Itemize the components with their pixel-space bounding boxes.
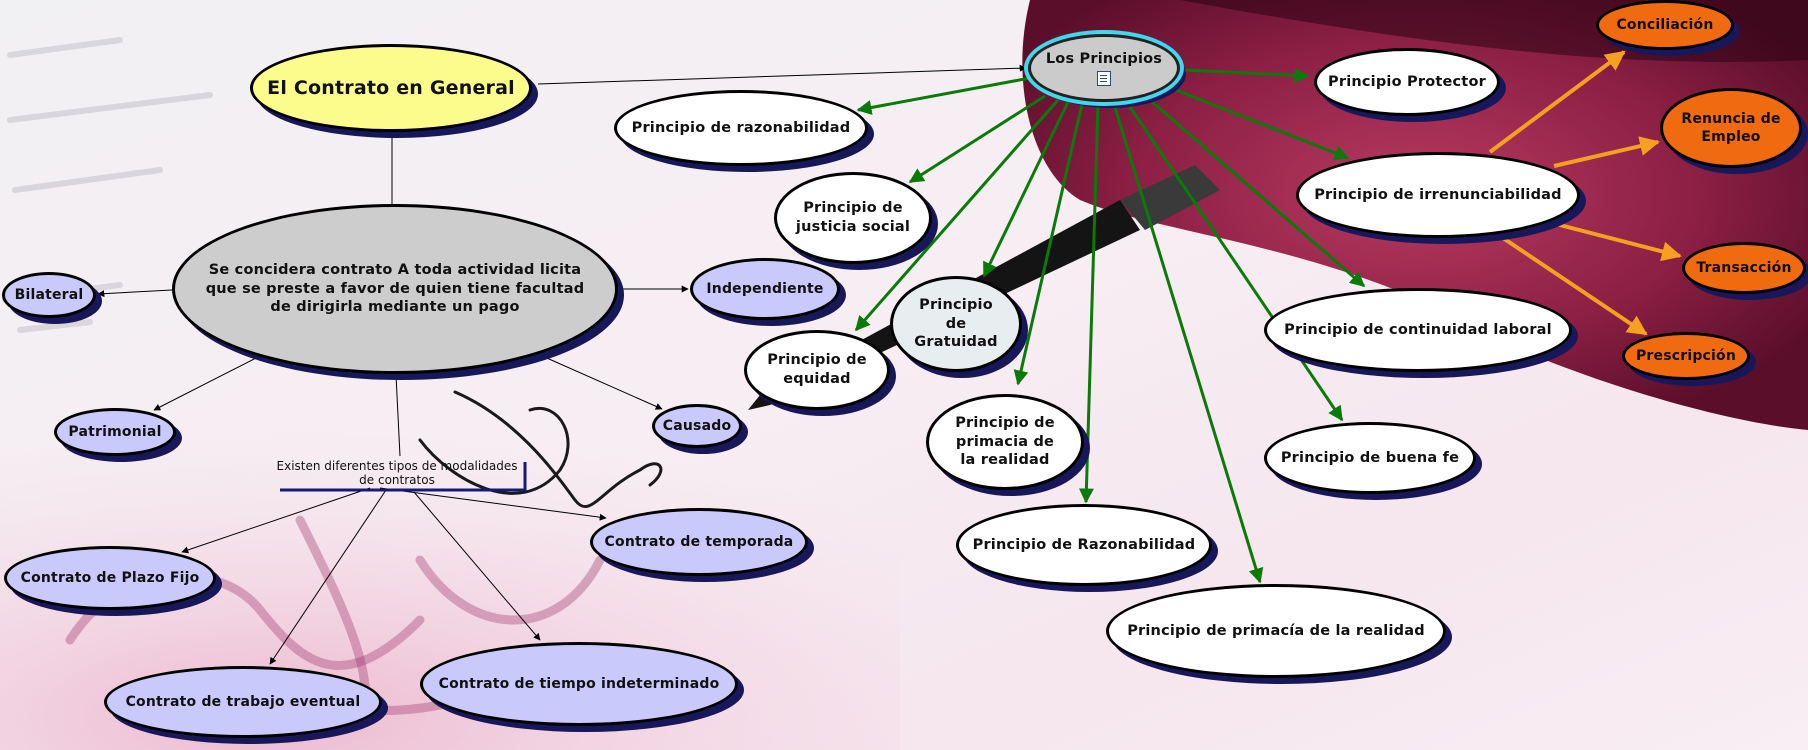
node-prescripcion[interactable]: Prescripción bbox=[1622, 332, 1750, 380]
node-transaccion[interactable]: Transacción bbox=[1682, 242, 1806, 294]
arrow-principios-continuidad bbox=[1149, 98, 1366, 288]
node-tiempo-indeterminado[interactable]: Contrato de tiempo indeterminado bbox=[420, 642, 738, 726]
link-definition-modalidades bbox=[395, 374, 401, 457]
link-modalidades-indeterminado bbox=[413, 491, 541, 641]
arrow-principios-primacia-large bbox=[1112, 103, 1264, 584]
arrow-principios-protector bbox=[1183, 67, 1310, 83]
arrow-principios-gratuidad bbox=[982, 101, 1070, 278]
modalidades-underline bbox=[280, 462, 527, 492]
node-eventual[interactable]: Contrato de trabajo eventual bbox=[104, 666, 382, 738]
arrow-principios-irrenunciabilidad bbox=[1175, 88, 1350, 161]
node-definition[interactable]: Se concidera contrato A toda actividad l… bbox=[172, 204, 618, 374]
link-label-modalidades: Existen diferentes tipos de modalidades … bbox=[276, 459, 518, 488]
node-principio-irrenunciabilidad[interactable]: Principio de irrenunciabilidad bbox=[1296, 152, 1580, 238]
link-title-principios bbox=[537, 64, 1027, 85]
link-modalidades-temporada bbox=[379, 487, 607, 521]
arrow-principios-primacia-small bbox=[1013, 103, 1084, 386]
node-plazo-fijo[interactable]: Contrato de Plazo Fijo bbox=[4, 546, 216, 610]
node-conciliacion[interactable]: Conciliación bbox=[1596, 0, 1734, 50]
node-bilateral[interactable]: Bilateral bbox=[2, 272, 96, 318]
node-causado[interactable]: Causado bbox=[652, 404, 742, 448]
link-definition-causado bbox=[539, 354, 663, 410]
node-temporada[interactable]: Contrato de temporada bbox=[590, 508, 808, 576]
arrow-principios-razonabilidad bbox=[856, 76, 1031, 115]
arrow-irrenunciabilidad-conciliacion bbox=[1488, 50, 1626, 154]
arrow-irrenunciabilidad-prescripcion bbox=[1498, 234, 1648, 336]
node-main-title[interactable]: El Contrato en General bbox=[250, 44, 532, 132]
node-principio-protector[interactable]: Principio Protector bbox=[1314, 48, 1500, 116]
node-los-principios-label: Los Principios bbox=[1045, 51, 1163, 68]
arrow-irrenunciabilidad-transaccion bbox=[1555, 222, 1682, 262]
node-renuncia-empleo[interactable]: Renuncia de Empleo bbox=[1660, 88, 1802, 168]
node-principio-primacia-large[interactable]: Principio de primacía de la realidad bbox=[1106, 584, 1446, 678]
arrow-principios-buena-fe bbox=[1126, 103, 1344, 422]
link-modalidades-eventual bbox=[269, 489, 387, 665]
link-definition-bilateral bbox=[97, 289, 173, 298]
node-principio-equidad[interactable]: Principio de equidad bbox=[744, 330, 890, 410]
node-patrimonial[interactable]: Patrimonial bbox=[54, 408, 176, 456]
node-principio-gratuidad[interactable]: Principio de Gratuidad bbox=[890, 276, 1022, 372]
node-principio-razonabilidad-upper[interactable]: Principio de Razonabilidad bbox=[956, 504, 1212, 586]
arrow-irrenunciabilidad-renuncia bbox=[1553, 136, 1660, 168]
document-icon[interactable] bbox=[1097, 70, 1111, 86]
arrow-principios-justicia bbox=[908, 94, 1046, 184]
node-los-principios[interactable]: Los Principios bbox=[1028, 34, 1180, 102]
node-principio-continuidad[interactable]: Principio de continuidad laboral bbox=[1264, 288, 1572, 372]
link-modalidades-plazo-fijo bbox=[181, 487, 371, 554]
link-definition-patrimonial bbox=[153, 357, 257, 411]
node-principio-razonabilidad-lower[interactable]: Principio de razonabilidad bbox=[614, 90, 868, 166]
node-principio-buena-fe[interactable]: Principio de buena fe bbox=[1264, 422, 1476, 494]
arrow-principios-equidad bbox=[854, 99, 1060, 332]
arrow-principios-razonabilidad-upper bbox=[1078, 103, 1100, 504]
node-principio-justicia-social[interactable]: Principio de justicia social bbox=[774, 172, 932, 264]
node-principio-primacia-small[interactable]: Principio de primacia de la realidad bbox=[926, 394, 1084, 490]
node-independiente[interactable]: Independiente bbox=[690, 258, 840, 320]
